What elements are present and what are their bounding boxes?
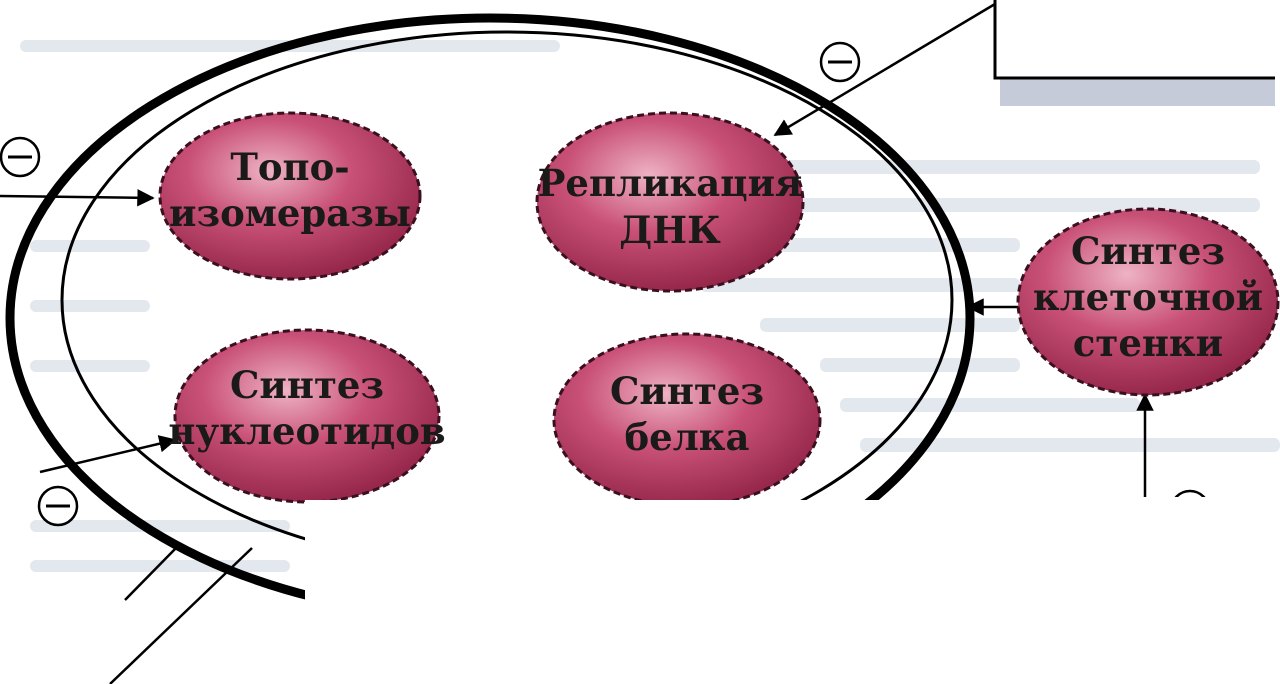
node-cell-wall-synthesis-line1: Синтез	[1071, 229, 1225, 273]
inhibition-icon-nucleotide-synthesis	[37, 485, 79, 527]
node-nucleotide-synthesis-line2: нуклеотидов	[168, 409, 445, 453]
node-protein-synthesis: Синтез белка	[552, 332, 822, 508]
node-cell-wall-synthesis-line2: клеточной	[1033, 275, 1263, 319]
arrow-to-dna-replication	[773, 2, 996, 137]
blank-region-right	[1140, 497, 1280, 507]
node-protein-synthesis-line1: Синтез	[610, 369, 764, 413]
pointer-line-2	[109, 547, 253, 684]
node-dna-replication-line2: ДНК	[619, 208, 721, 252]
node-nucleotide-synthesis-line1: Синтез	[230, 363, 384, 407]
node-cell-wall-synthesis: Синтез клеточной стенки	[1016, 207, 1280, 397]
inhibition-icon-topoisomerases	[0, 136, 41, 178]
top-right-box-edge	[993, 0, 1275, 80]
cell-membrane-outline	[60, 30, 954, 570]
inhibition-icon-dna-replication	[819, 41, 861, 83]
node-topoisomerases: Топо- изомеразы	[158, 111, 422, 281]
node-cell-wall-synthesis-line3: стенки	[1073, 321, 1223, 365]
node-dna-replication-line1: Репликация	[538, 161, 803, 205]
arrow-to-topoisomerases	[0, 189, 155, 207]
arrow-to-nucleotide-synthesis	[39, 435, 177, 474]
blank-region	[305, 500, 1280, 684]
node-topoisomerases-line1: Топо-	[230, 145, 349, 189]
node-nucleotide-synthesis: Синтез нуклеотидов	[168, 328, 446, 504]
pointer-line-1	[124, 545, 179, 601]
node-dna-replication: Репликация ДНК	[535, 111, 805, 293]
node-protein-synthesis-line2: белка	[624, 415, 749, 459]
node-topoisomerases-line2: изомеразы	[169, 191, 411, 235]
